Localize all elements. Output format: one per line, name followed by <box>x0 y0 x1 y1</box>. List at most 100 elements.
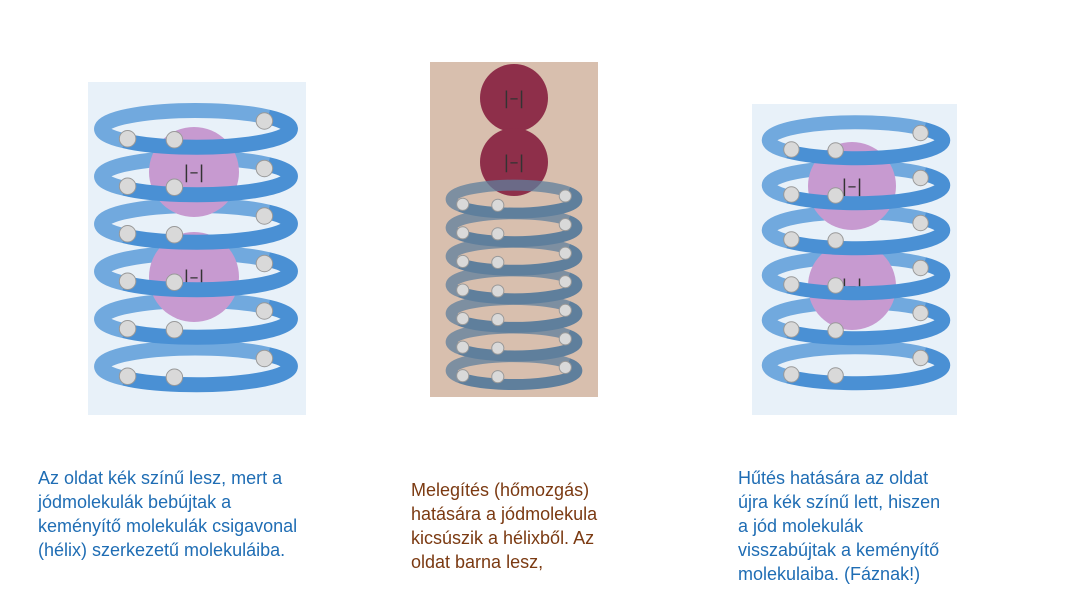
helix-front-strand <box>458 358 583 391</box>
helix-back-strand <box>94 293 270 339</box>
glucose-bead <box>165 321 184 339</box>
helix-front-strand <box>458 243 583 276</box>
glucose-bead <box>456 197 470 211</box>
helix-front-strand <box>458 301 583 333</box>
glucose-bead <box>255 254 274 273</box>
iodine-symbol: |–| <box>503 88 524 109</box>
helix-front-strand <box>786 212 951 256</box>
glucose-bead <box>827 322 844 339</box>
glucose-bead <box>783 276 800 293</box>
glucose-bead <box>912 124 929 142</box>
helix-back-strand <box>445 179 570 212</box>
glucose-bead <box>118 177 137 195</box>
panel-helix-iodine-returned: |–||–| <box>752 104 957 415</box>
glucose-bead <box>456 283 470 297</box>
glucose-bead <box>558 275 572 289</box>
starch-helix-illustration-heated: |–||–| <box>445 64 583 391</box>
glucose-bead <box>255 112 274 130</box>
helix-back-strand <box>94 198 270 244</box>
glucose-bead <box>912 169 929 187</box>
glucose-bead <box>558 189 572 203</box>
helix-back-strand <box>761 340 926 384</box>
helix-front-strand <box>122 252 298 298</box>
glucose-bead <box>827 277 844 294</box>
panel-iodine-leaving: |–||–| <box>430 62 598 397</box>
glucose-bead <box>165 273 184 291</box>
glucose-bead <box>456 254 470 268</box>
helix-front-strand <box>122 204 298 250</box>
glucose-bead <box>165 131 184 149</box>
glucose-bead <box>827 187 844 204</box>
helix-front-strand <box>458 186 583 219</box>
caption-left: Az oldat kék színű lesz, mert a jódmolek… <box>38 468 298 560</box>
helix-front-strand <box>122 347 298 393</box>
glucose-bead <box>491 284 505 298</box>
glucose-bead <box>118 272 137 290</box>
glucose-bead <box>491 341 505 355</box>
iodine-molecule <box>480 128 548 196</box>
glucose-bead <box>165 368 184 386</box>
glucose-bead <box>456 340 470 354</box>
helix-front-strand <box>458 329 583 362</box>
glucose-bead <box>491 198 505 212</box>
helix-front-strand <box>122 299 298 345</box>
glucose-bead <box>491 370 505 384</box>
glucose-bead <box>456 369 470 383</box>
helix-back-strand <box>94 103 270 149</box>
glucose-bead <box>783 141 800 158</box>
glucose-bead <box>165 226 184 244</box>
glucose-bead <box>255 207 274 225</box>
glucose-bead <box>912 259 929 277</box>
glucose-bead <box>118 130 137 148</box>
helix-front-strand <box>122 109 298 155</box>
iodine-symbol: |–| <box>841 176 862 197</box>
glucose-bead <box>912 349 929 367</box>
glucose-bead <box>456 226 470 240</box>
caption-middle: Melegítés (hőmozgás) hatására a jódmolek… <box>411 480 598 572</box>
helix-front-strand <box>122 157 298 203</box>
helix-back-strand <box>94 340 270 386</box>
glucose-bead <box>491 227 505 241</box>
glucose-bead <box>827 367 844 384</box>
glucose-bead <box>783 321 800 338</box>
glucose-bead <box>118 367 137 385</box>
iodine-symbol: |–| <box>183 162 204 183</box>
glucose-bead <box>491 255 505 269</box>
iodine-molecule <box>808 242 896 330</box>
glucose-bead <box>118 320 137 338</box>
starch-helix-illustration-cooled: |–||–| <box>761 115 951 391</box>
helix-front-strand <box>786 122 951 166</box>
helix-back-strand <box>761 205 926 249</box>
glucose-bead <box>558 246 572 260</box>
iodine-molecule <box>149 232 239 322</box>
glucose-bead <box>912 214 929 232</box>
glucose-bead <box>255 349 274 368</box>
glucose-bead <box>456 312 470 326</box>
glucose-bead <box>558 303 572 317</box>
glucose-bead <box>558 360 572 374</box>
helix-front-strand <box>786 257 951 301</box>
helix-back-strand <box>761 295 926 339</box>
iodine-molecule <box>480 64 548 132</box>
glucose-bead <box>912 304 929 322</box>
helix-front-strand <box>458 272 583 305</box>
caption-right: Hűtés hatására az oldat újra kék színű l… <box>738 468 941 584</box>
helix-front-strand <box>786 167 951 211</box>
helix-front-strand <box>458 215 583 248</box>
glucose-bead <box>255 159 274 178</box>
glucose-bead <box>255 302 274 320</box>
starch-helix-illustration: |–||–| <box>94 103 298 393</box>
glucose-bead <box>783 186 800 203</box>
helix-front-strand <box>786 302 951 346</box>
helix-back-strand <box>761 250 926 294</box>
helix-front-strand <box>786 347 951 391</box>
glucose-bead <box>558 332 572 346</box>
glucose-bead <box>118 225 137 243</box>
glucose-bead <box>827 232 844 249</box>
panel-helix-iodine-inside: |–||–| <box>88 82 306 415</box>
glucose-bead <box>827 142 844 159</box>
glucose-bead <box>558 218 572 232</box>
glucose-bead <box>783 366 800 383</box>
glucose-bead <box>783 231 800 248</box>
glucose-bead <box>491 313 505 327</box>
